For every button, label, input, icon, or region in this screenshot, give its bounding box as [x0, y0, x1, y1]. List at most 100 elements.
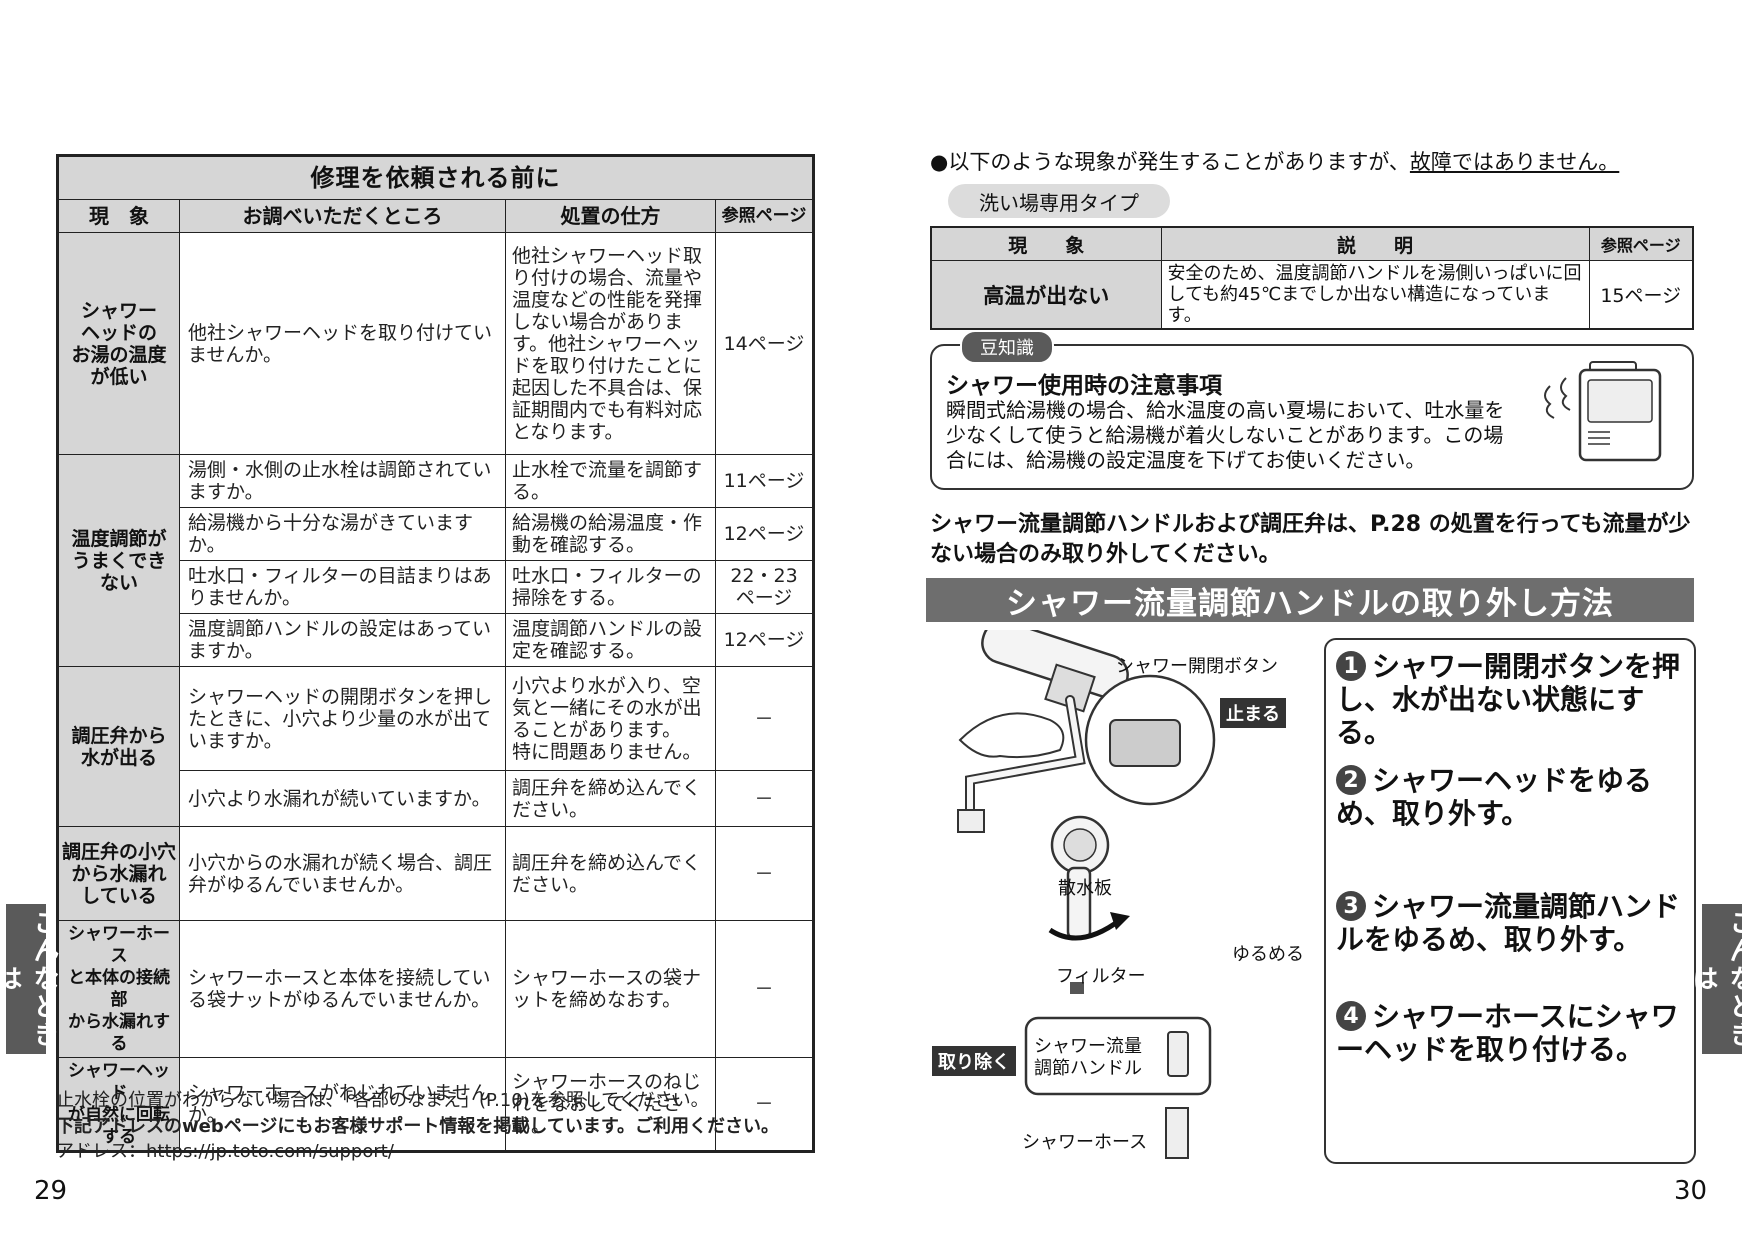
- check-cell: 吐水口・フィルターの目詰まりはありませんか。: [179, 560, 506, 614]
- warm-header-symptom: 現 象: [930, 226, 1162, 261]
- intro-line: ●以下のような現象が発生することがありますが、故障ではありません。: [930, 146, 1619, 176]
- header-action: 処置の仕方: [505, 199, 716, 233]
- ref-cell: －: [715, 770, 814, 827]
- table-row: 小穴より水漏れが続いていますか。 調圧弁を締め込んでください。 －: [58, 770, 814, 827]
- table-row: 吐水口・フィルターの目詰まりはありませんか。 吐水口・フィルターの掃除をする。 …: [58, 560, 814, 614]
- table-row: シャワーホース と本体の接続部 から水漏れする シャワーホースと本体を接続してい…: [57, 920, 814, 1058]
- table-row: 調圧弁の小穴 から水漏れ している 小穴からの水漏れが続く場合、調圧弁がゆるんで…: [57, 826, 814, 921]
- table-row: 調圧弁から 水が出る シャワーヘッドの開閉ボタンを押したときに、小穴より少量の水…: [57, 666, 814, 827]
- note-valve-location: 止水栓の位置がわからない場合は､「各部のなまえ」(P.10)を参照してください。: [56, 1090, 709, 1111]
- ref-cell: －: [715, 920, 814, 1058]
- table-row: 高温が出ない 安全のため、温度調節ハンドルを湯側いっぱいに回しても約45℃までし…: [930, 260, 1694, 330]
- check-cell: シャワーホースがねじれていませんか。: [179, 1057, 506, 1152]
- ref-cell: －: [715, 1057, 814, 1152]
- label-flow-handle: シャワー流量 調節ハンドル: [1034, 1036, 1142, 1079]
- section-banner: シャワー流量調節ハンドルの取り外し方法: [926, 578, 1694, 622]
- side-tab-right[interactable]: こんなときは: [1688, 904, 1748, 1054]
- lead-text: シャワー流量調節ハンドルおよび調圧弁は、P.28 の処置を行っても流量が少ない場…: [930, 512, 1691, 567]
- ref-cell: 11ページ: [715, 454, 814, 508]
- step-text: シャワーヘッドをゆるめ、取り外す。: [1336, 764, 1653, 830]
- tip-heading: シャワー使用時の注意事項: [946, 373, 1222, 399]
- tip-label: 豆知識: [960, 330, 1054, 364]
- action-cell: 他社シャワーヘッド取り付けの場合、流量や温度などの性能を発揮しない場合があります…: [505, 232, 716, 455]
- check-cell: シャワーヘッドの開閉ボタンを押したときに、小穴より少量の水が出ていますか。: [179, 666, 506, 771]
- header-check: お調べいただくところ: [179, 199, 506, 233]
- water-heater-icon: [1544, 361, 1662, 462]
- type-pill: 洗い場専用タイプ: [948, 184, 1170, 218]
- warm-header-ref: 参照ページ: [1588, 226, 1694, 261]
- warm-symptom: 高温が出ない: [930, 260, 1162, 330]
- table-row: 給湯機から十分な湯がきていますか。 給湯機の給湯温度・作動を確認する。 12ペー…: [58, 507, 814, 561]
- ref-cell: －: [715, 826, 814, 921]
- page-number-right: 30: [1674, 1176, 1708, 1206]
- action-cell: 止水栓で流量を調節する。: [505, 454, 716, 508]
- intro-underlined: 故障ではありません。: [1409, 150, 1620, 174]
- ref-cell: 12ページ: [715, 507, 814, 561]
- step-text: シャワー開閉ボタンを押し、水が出ない状態にする。: [1336, 650, 1681, 749]
- warm-desc: 安全のため、温度調節ハンドルを湯側いっぱいに回しても約45℃までしか出ない構造に…: [1160, 260, 1590, 330]
- ref-cell: 22・23 ページ: [715, 560, 814, 614]
- label-shower-hose: シャワーホース: [1022, 1132, 1148, 1153]
- note-support: 下記アドレスのwebページにもお客様サポート情報を掲載しています。ご利用ください…: [56, 1116, 780, 1137]
- label-spray-plate: 散水板: [1058, 878, 1112, 899]
- check-cell: 温度調節ハンドルの設定はあっていますか。: [179, 613, 506, 667]
- action-cell: 吐水口・フィルターの掃除をする。: [505, 560, 716, 614]
- symptom-cell: シャワー ヘッドの お湯の温度 が低い: [57, 232, 180, 455]
- label-stop: 止まる: [1220, 698, 1286, 728]
- check-cell: 小穴より水漏れが続いていますか。: [179, 770, 506, 827]
- action-cell: シャワーホースの袋ナットを締めなおす。: [505, 920, 716, 1058]
- check-cell: 給湯機から十分な湯がきていますか。: [179, 507, 506, 561]
- step-number: 1: [1336, 651, 1366, 681]
- side-tab-left[interactable]: こんなときは: [0, 904, 59, 1054]
- label-shower-button: シャワー開閉ボタン: [1116, 656, 1278, 677]
- label-filter: フィルター: [1056, 966, 1146, 987]
- step-number: 4: [1336, 1001, 1366, 1031]
- action-cell: 調圧弁を締め込んでください。: [505, 770, 716, 827]
- symptom-cell: 調圧弁の小穴 から水漏れ している: [57, 826, 180, 921]
- warm-header-desc: 説 明: [1160, 226, 1590, 261]
- support-url[interactable]: アドレス：https://jp.toto.com/support/: [56, 1141, 394, 1162]
- page-number-left: 29: [34, 1176, 68, 1206]
- symptom-cell: 調圧弁から 水が出る: [57, 666, 180, 827]
- check-cell: 湯側・水側の止水栓は調節されていますか。: [179, 454, 506, 508]
- tip-body: 瞬間式給湯機の場合、給水温度の高い夏場において、吐水量を少なくして使うと給湯機が…: [946, 398, 1505, 472]
- warm-ref: 15ページ: [1588, 260, 1694, 330]
- step-text: シャワーホースにシャワーヘッドを取り付ける。: [1336, 1000, 1679, 1066]
- check-cell: 他社シャワーヘッドを取り付けていませんか。: [179, 232, 506, 455]
- action-cell: 給湯機の給湯温度・作動を確認する。: [505, 507, 716, 561]
- action-cell: 温度調節ハンドルの設定を確認する。: [505, 613, 716, 667]
- intro-text: ●以下のような現象が発生することがありますが、: [930, 150, 1410, 174]
- table-row: シャワー ヘッドの お湯の温度 が低い 他社シャワーヘッドを取り付けていませんか…: [57, 232, 814, 455]
- ref-cell: 14ページ: [715, 232, 814, 455]
- action-cell: 小穴より水が入り、空気と一緒にその水が出ることがあります。 特に問題ありません。: [505, 666, 716, 771]
- table-row: シャワーヘッド が自然に回転 する シャワーホースがねじれていませんか。 シャワ…: [57, 1057, 814, 1152]
- troubleshooting-table: 修理を依頼される前に 現 象 お調べいただくところ 処置の仕方 参照ページ シャ…: [56, 154, 815, 1153]
- tip-box: [930, 344, 1694, 490]
- check-cell: 小穴からの水漏れが続く場合、調圧弁がゆるんでいませんか。: [179, 826, 506, 921]
- table-row: 温度調節ハンドルの設定はあっていますか。 温度調節ハンドルの設定を確認する。 1…: [58, 613, 814, 667]
- step-number: 2: [1336, 765, 1366, 795]
- table-row: 温度調節が うまくでき ない 湯側・水側の止水栓は調節されていますか。 止水栓で…: [57, 454, 814, 667]
- step-number: 3: [1336, 891, 1366, 921]
- header-symptom: 現 象: [57, 199, 180, 233]
- step-text: シャワー流量調節ハンドルをゆるめ、取り外す。: [1336, 890, 1681, 956]
- steps-box: [1324, 638, 1696, 1164]
- table-title: 修理を依頼される前に: [57, 155, 814, 200]
- warm-table: 現 象 説 明 参照ページ 高温が出ない 安全のため、温度調節ハンドルを湯側いっ…: [930, 226, 1694, 330]
- label-remove: 取り除く: [932, 1046, 1016, 1076]
- label-loosen: ゆるめる: [1232, 944, 1304, 965]
- ref-cell: 12ページ: [715, 613, 814, 667]
- symptom-cell: シャワーヘッド が自然に回転 する: [57, 1057, 180, 1152]
- action-cell: 調圧弁を締め込んでください。: [505, 826, 716, 921]
- symptom-cell: シャワーホース と本体の接続部 から水漏れする: [57, 920, 180, 1058]
- ref-cell: －: [715, 666, 814, 771]
- action-cell: シャワーホースのねじれをなおしてください。: [505, 1057, 716, 1152]
- check-cell: シャワーホースと本体を接続している袋ナットがゆるんでいませんか。: [179, 920, 506, 1058]
- faucet-illustration: [957, 630, 1216, 1159]
- symptom-cell: 温度調節が うまくでき ない: [57, 454, 180, 667]
- header-ref: 参照ページ: [715, 199, 814, 233]
